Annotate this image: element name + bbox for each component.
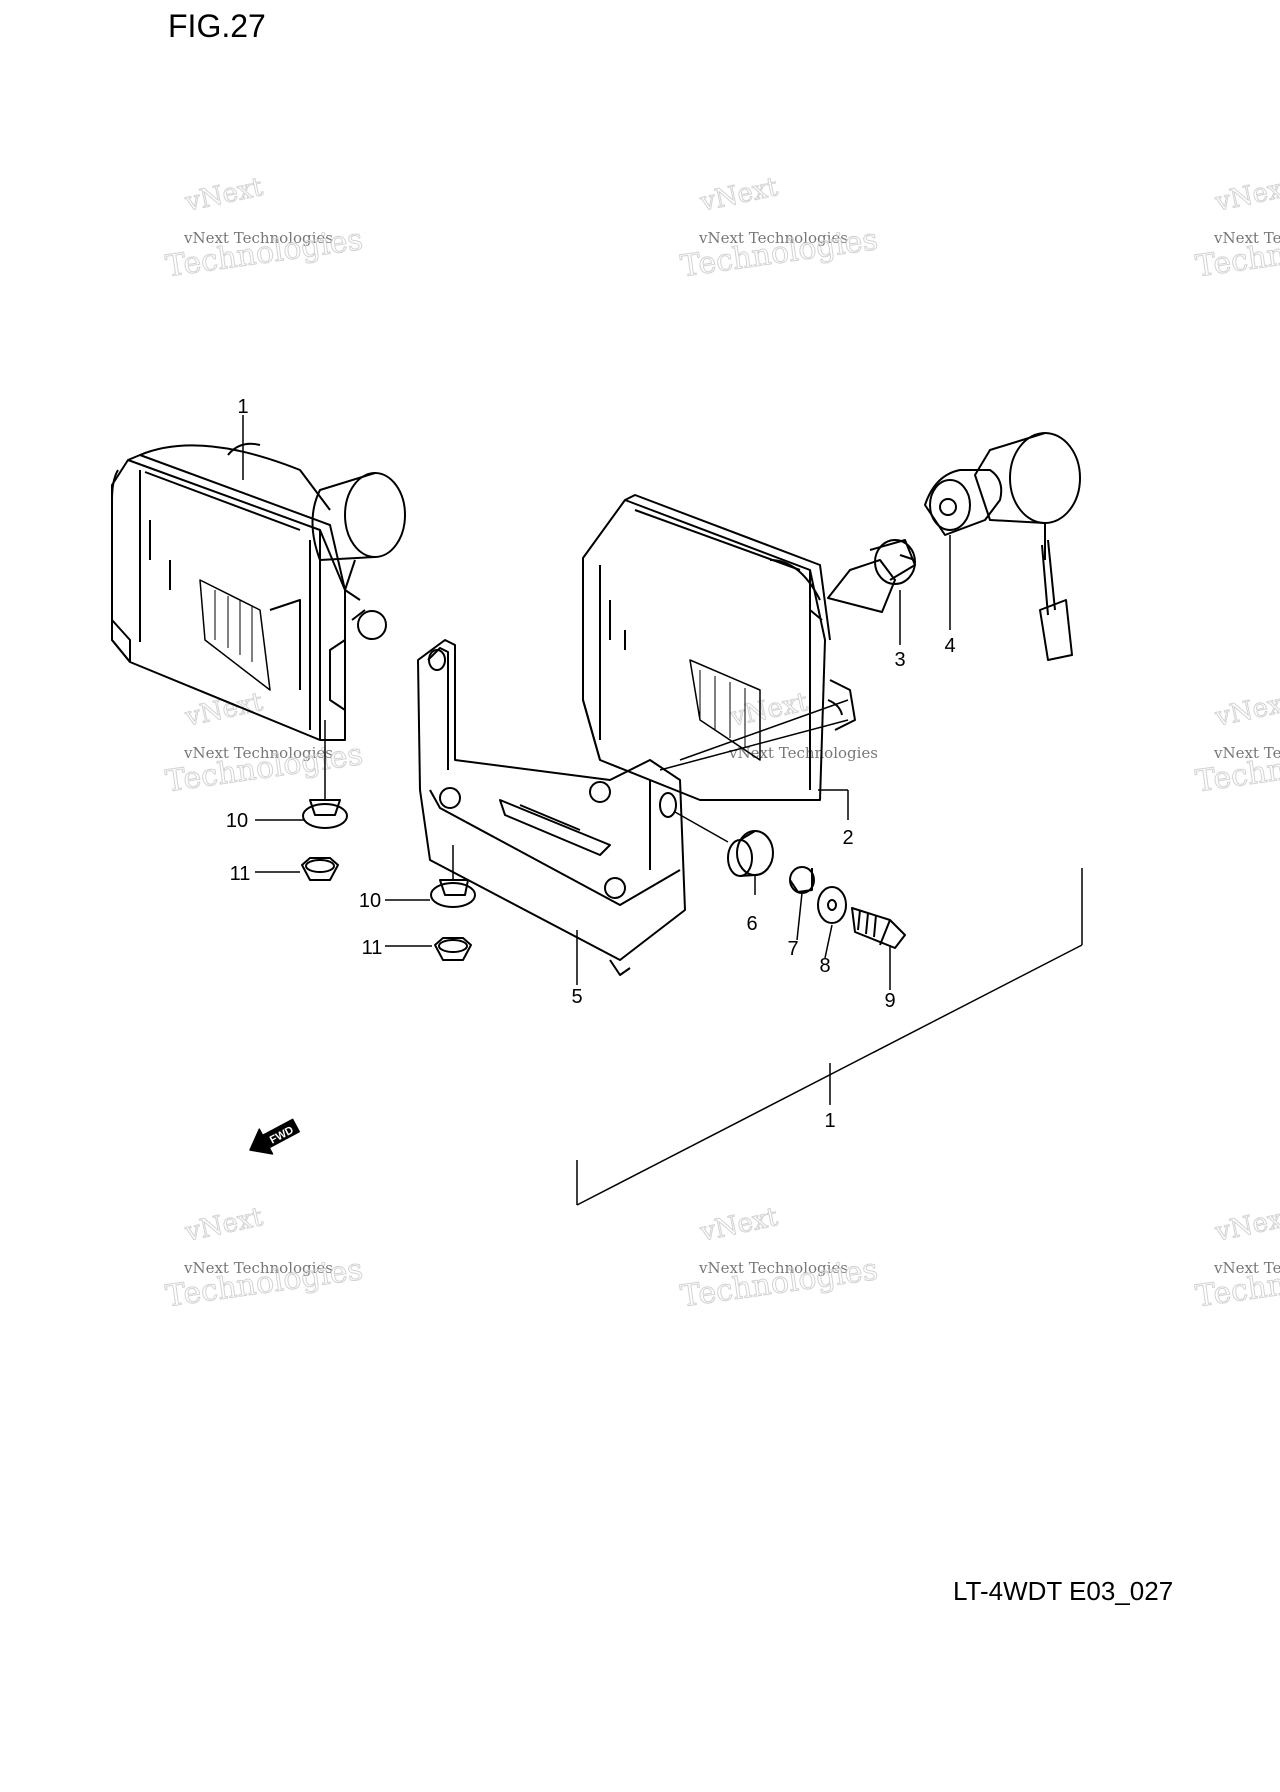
callout-10: 10 xyxy=(226,810,248,832)
socket xyxy=(924,432,1081,661)
watermark-line2: vNext Technologies xyxy=(728,744,878,762)
watermark-line2: vNext Technologies xyxy=(1213,229,1280,247)
left-headlight xyxy=(111,442,406,741)
callout-7: 7 xyxy=(787,938,798,960)
figure-title: FIG.27 xyxy=(168,8,266,44)
bulb xyxy=(827,539,916,613)
nut-upper xyxy=(301,857,339,881)
watermark-line1: vNext xyxy=(727,687,811,733)
callout-9: 9 xyxy=(884,990,895,1012)
callout-10: 10 xyxy=(359,890,381,912)
callout-8: 8 xyxy=(819,955,830,977)
watermark-line1: vNext xyxy=(182,687,266,733)
leader-lines xyxy=(242,415,1083,1206)
watermark-line2: vNext Technologies xyxy=(183,229,333,247)
figure-code: LT-4WDT E03_027 xyxy=(953,1576,1174,1606)
watermark-line1: vNext xyxy=(697,1202,781,1248)
washer-lower xyxy=(430,879,476,908)
callout-11: 11 xyxy=(362,937,383,959)
watermark-line1: vNext xyxy=(182,172,266,218)
callout-1: 1 xyxy=(824,1110,835,1132)
bolt xyxy=(851,907,906,949)
right-headlight xyxy=(582,494,856,801)
watermark-line2: vNext Technologies xyxy=(698,1259,848,1277)
watermark-line2: vNext Technologies xyxy=(183,744,333,762)
watermark-line2: vNext Technologies xyxy=(1213,1259,1280,1277)
forward-arrow-icon: FWD xyxy=(249,1118,300,1155)
watermark-line2: vNext Technologies xyxy=(698,229,848,247)
callout-3: 3 xyxy=(894,649,905,671)
callout-6: 6 xyxy=(746,913,757,935)
watermark-line1: vNext xyxy=(1212,687,1280,733)
watermark-line1: vNext xyxy=(697,172,781,218)
grommet xyxy=(727,830,774,877)
washer-upper xyxy=(302,799,348,829)
watermark-line1: vNext xyxy=(182,1202,266,1248)
callout-11: 11 xyxy=(230,863,251,885)
watermark-line1: vNext xyxy=(1212,1202,1280,1248)
watermark-line1: vNext xyxy=(1212,172,1280,218)
callout-1: 1 xyxy=(237,396,248,418)
watermark-line2: vNext Technologies xyxy=(1213,744,1280,762)
watermark-line2: vNext Technologies xyxy=(183,1259,333,1277)
bracket xyxy=(417,639,686,976)
watermark-group: vNext vNext Technologies Technologies vN… xyxy=(163,172,1280,1315)
fwd-label: FWD xyxy=(268,1124,296,1146)
washer xyxy=(817,886,847,924)
callout-4: 4 xyxy=(944,635,955,657)
collar xyxy=(789,866,815,894)
callout-5: 5 xyxy=(571,986,582,1008)
nut-lower xyxy=(434,937,472,961)
callouts: 1 10 11 10 11 5 2 3 4 6 7 8 9 1 xyxy=(226,396,956,1132)
callout-2: 2 xyxy=(842,827,853,849)
